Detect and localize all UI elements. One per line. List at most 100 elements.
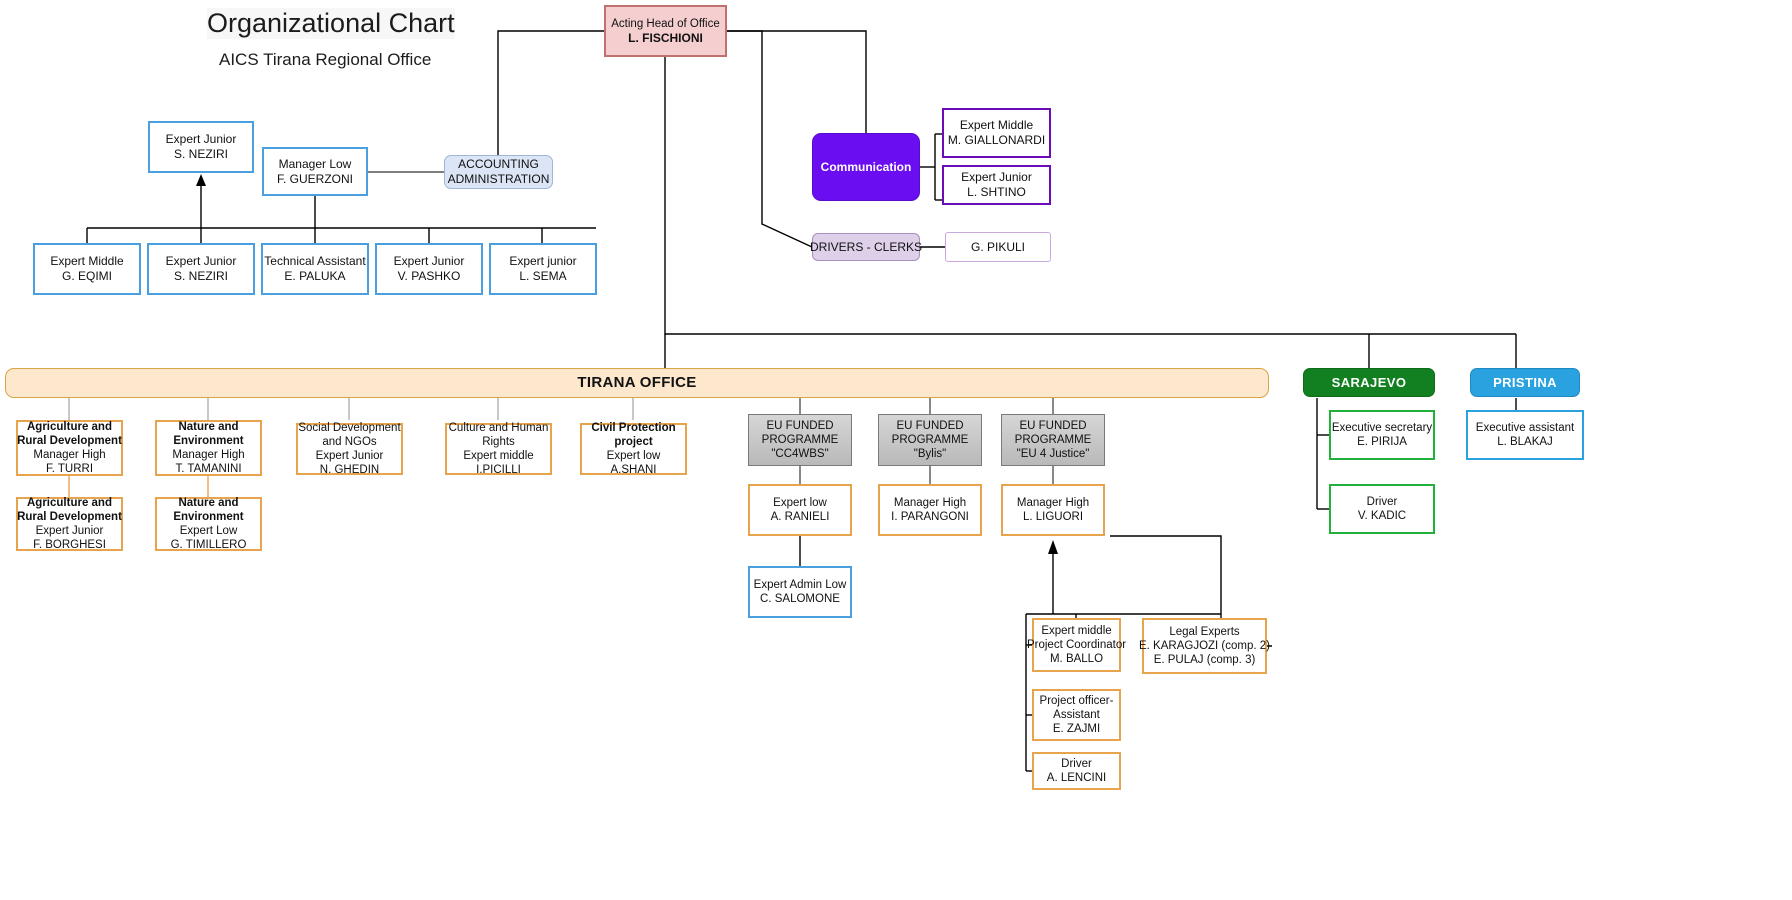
node-eu-programme-cc4wbs[interactable]: EU FUNDED PROGRAMME "CC4WBS" — [748, 414, 852, 466]
role: Driver — [1366, 495, 1398, 508]
line2: PROGRAMME — [761, 433, 839, 446]
label: TIRANA OFFICE — [577, 373, 697, 391]
role: Expert junior — [509, 254, 577, 269]
role: Manager High — [893, 496, 967, 509]
node-culture-human-rights[interactable]: Culture and Human Rights Expert middle I… — [445, 422, 552, 477]
node-admin-3[interactable]: Expert Junior V. PASHKO — [375, 243, 483, 295]
person: N. GHEDIN — [319, 464, 380, 477]
role: Expert Junior — [961, 170, 1032, 185]
node-admin-0[interactable]: Expert Middle G. EQIMI — [33, 243, 141, 295]
person: L. SHTINO — [967, 185, 1026, 199]
person: E. PALUKA — [284, 269, 346, 283]
line3: "EU 4 Justice" — [1016, 448, 1090, 460]
node-sarajevo-driver[interactable]: Driver V. KADIC — [1329, 484, 1435, 534]
node-pikuli[interactable]: G. PIKULI — [945, 232, 1051, 262]
label: Communication — [820, 159, 912, 174]
node-communication-child-1[interactable]: Expert Junior L. SHTINO — [942, 165, 1051, 205]
person: A. LENCINI — [1046, 772, 1107, 784]
person: M. BALLO — [1049, 653, 1104, 665]
person: F. GUERZONI — [276, 171, 353, 186]
sub: Assistant — [1053, 708, 1100, 721]
label: DRIVERS - CLERKS — [809, 239, 923, 254]
person: E. ZAJMI — [1052, 723, 1101, 735]
person: G. TIMILLERO — [170, 539, 247, 552]
person2: E. PULAJ (comp. 3) — [1153, 654, 1256, 666]
node-tirana-office[interactable]: TIRANA OFFICE — [5, 368, 1269, 398]
role: Executive secretary — [1331, 421, 1433, 434]
node-acting-head-of-office[interactable]: Acting Head of Office L. FISCHIONI — [604, 5, 727, 57]
role: Expert Junior — [35, 525, 104, 537]
title2: Environment — [173, 434, 244, 447]
role: Expert Junior — [165, 132, 237, 147]
node-justice-project-officer[interactable]: Project officer- Assistant E. ZAJMI — [1032, 689, 1121, 741]
sub: Project Coordinator — [1026, 638, 1127, 651]
person: S. NEZIRI — [173, 269, 228, 283]
node-expert-junior-neziri-top[interactable]: Expert Junior S. NEZIRI — [148, 121, 254, 173]
role: Expert middle — [463, 450, 534, 462]
person: E. PIRIJA — [1357, 436, 1407, 448]
line1: EU FUNDED — [766, 419, 834, 432]
title2: project — [614, 435, 653, 448]
title1: Social Development — [298, 421, 401, 434]
node-legal-experts[interactable]: Legal Experts E. KARAGJOZI (comp. 2) E. … — [1139, 618, 1270, 674]
label: PRISTINA — [1493, 374, 1557, 390]
title2: Rights — [482, 435, 515, 448]
node-admin-2[interactable]: Technical Assistant E. PALUKA — [261, 243, 369, 295]
node-civil-protection[interactable]: Civil Protection project Expert low A.SH… — [580, 422, 687, 476]
person: G. EQIMI — [61, 269, 112, 283]
node-sarajevo[interactable]: SARAJEVO — [1303, 368, 1435, 397]
node-manager-low-guerzoni[interactable]: Manager Low F. GUERZONI — [262, 147, 368, 196]
node-eu4justice-manager-high[interactable]: Manager High L. LIGUORI — [1001, 484, 1105, 536]
node-communication-child-0[interactable]: Expert Middle M. GIALLONARDI — [942, 108, 1051, 158]
node-agriculture-manager[interactable]: Agriculture and Rural Development Manage… — [16, 420, 123, 476]
person: F. TURRI — [45, 463, 94, 476]
title: Legal Experts — [1169, 625, 1240, 638]
node-justice-expert-middle[interactable]: Expert middle Project Coordinator M. BAL… — [1027, 618, 1126, 672]
node-drivers-clerks[interactable]: DRIVERS - CLERKS — [809, 233, 923, 261]
node-eu-programme-bylis[interactable]: EU FUNDED PROGRAMME "Bylis" — [878, 414, 982, 466]
node-justice-driver[interactable]: Driver A. LENCINI — [1032, 752, 1121, 790]
person: I.PICILLI — [476, 464, 521, 477]
line2: PROGRAMME — [891, 433, 969, 446]
line1: EU FUNDED — [1019, 419, 1087, 432]
role: Expert Admin Low — [753, 578, 847, 591]
node-accounting-administration[interactable]: ACCOUNTING ADMINISTRATION — [444, 155, 553, 189]
role: Expert low — [773, 496, 827, 509]
node-admin-1[interactable]: Expert Junior S. NEZIRI — [147, 243, 255, 295]
person: V. PASHKO — [397, 269, 461, 283]
node-sarajevo-executive-secretary[interactable]: Executive secretary E. PIRIJA — [1329, 410, 1435, 460]
node-nature-expert[interactable]: Nature and Environment Expert Low G. TIM… — [155, 497, 262, 551]
role: Manager High — [172, 449, 245, 461]
person: V. KADIC — [1357, 510, 1407, 522]
node-pristina-executive-assistant[interactable]: Executive assistant L. BLAKAJ — [1466, 410, 1584, 460]
person: L. LIGUORI — [1022, 511, 1084, 523]
role: Manager High — [1016, 496, 1090, 509]
node-communication[interactable]: Communication — [812, 133, 920, 201]
node-bylis-manager-high[interactable]: Manager High I. PARANGONI — [878, 484, 982, 536]
node-cc4wbs-expert-low[interactable]: Expert low A. RANIELI — [748, 484, 852, 536]
node-nature-manager[interactable]: Nature and Environment Manager High T. T… — [155, 420, 262, 476]
role: Expert middle — [1041, 624, 1112, 637]
page-title: Organizational Chart — [207, 8, 455, 39]
person1: E. KARAGJOZI (comp. 2) — [1139, 639, 1270, 652]
person: A. RANIELI — [770, 511, 830, 523]
role: Manager Low — [278, 156, 352, 171]
title1: Agriculture and — [27, 496, 112, 509]
node-agriculture-expert[interactable]: Agriculture and Rural Development Expert… — [16, 497, 123, 551]
person: T. TAMANINI — [175, 463, 242, 476]
role: Expert Low — [179, 525, 238, 537]
node-eu-programme-eu4justice[interactable]: EU FUNDED PROGRAMME "EU 4 Justice" — [1001, 414, 1105, 466]
line2: PROGRAMME — [1014, 433, 1092, 446]
role: Manager High — [33, 449, 106, 461]
person: M. GIALLONARDI — [947, 133, 1046, 147]
head-person: L. FISCHIONI — [628, 30, 703, 45]
title1: Agriculture and — [27, 420, 112, 433]
line3: "CC4WBS" — [771, 448, 829, 460]
role: Technical Assistant — [264, 254, 366, 269]
node-admin-4[interactable]: Expert junior L. SEMA — [489, 243, 597, 295]
role: Expert low — [606, 450, 661, 462]
line3: "Bylis" — [913, 448, 947, 460]
node-pristina[interactable]: PRISTINA — [1470, 368, 1580, 397]
node-cc4wbs-expert-admin-low[interactable]: Expert Admin Low C. SALOMONE — [748, 566, 852, 618]
node-social-development[interactable]: Social Development and NGOs Expert Junio… — [296, 421, 403, 477]
